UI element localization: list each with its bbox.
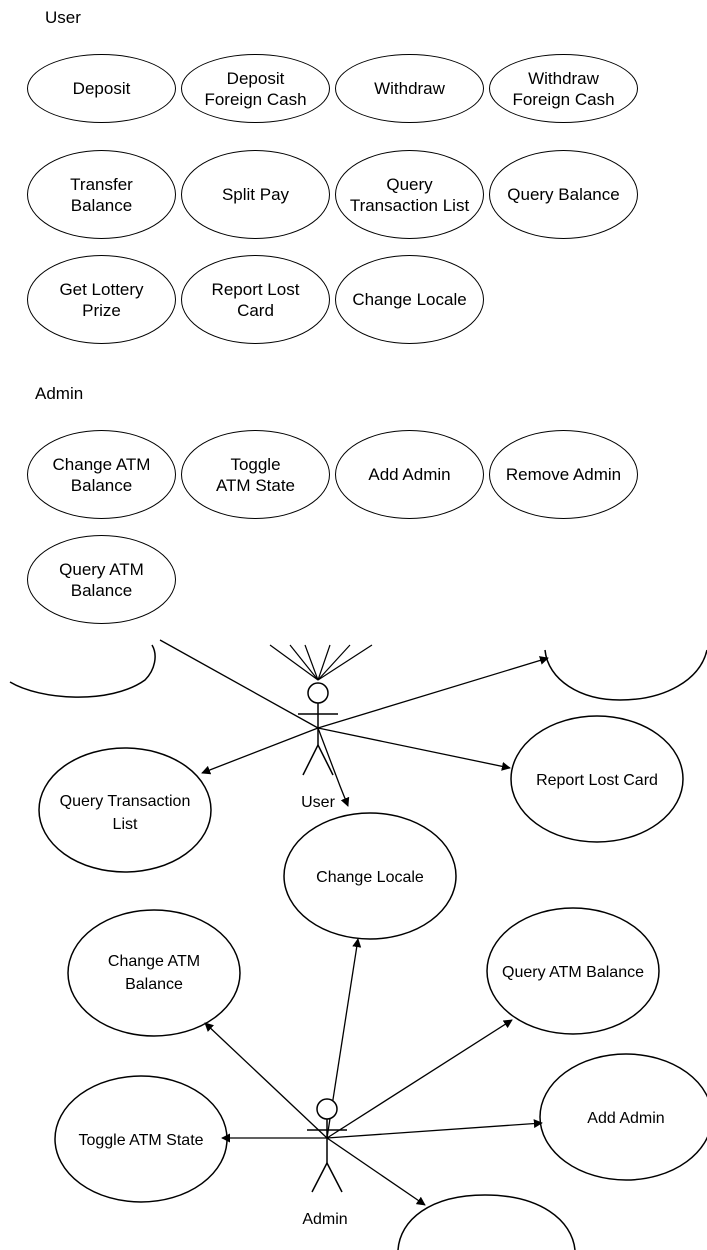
usecase-add-admin-label: Add Admin — [587, 1110, 664, 1127]
palette-usecase-change-locale[interactable]: Change Locale — [335, 255, 484, 344]
usecase-query-transaction-list-line2: List — [113, 816, 138, 833]
palette-usecase-deposit-foreign-cash[interactable]: Deposit Foreign Cash — [181, 54, 330, 123]
use-case-diagram-canvas: User Query Transaction List Report Lost … — [9, 639, 707, 1250]
usecase-change-atm-balance-line2: Balance — [125, 976, 183, 993]
usecase-query-transaction-list[interactable]: Query Transaction List — [38, 747, 212, 873]
palette-usecase-change-atm-balance[interactable]: Change ATM Balance — [27, 430, 176, 519]
user-actor-fan-lines — [269, 644, 373, 681]
palette-usecase-query-transaction-list[interactable]: Query Transaction List — [335, 150, 484, 239]
usecase-add-admin[interactable]: Add Admin — [539, 1053, 707, 1181]
palette-usecase-withdraw[interactable]: Withdraw — [335, 54, 484, 123]
usecase-change-locale[interactable]: Change Locale — [283, 812, 457, 940]
user-actor-figure[interactable] — [298, 682, 338, 776]
cropped-usecase-ellipse-left — [9, 644, 156, 698]
usecase-query-transaction-list-line1: Query Transaction — [60, 793, 191, 810]
palette-usecase-add-admin[interactable]: Add Admin — [335, 430, 484, 519]
palette-usecase-transfer-balance[interactable]: Transfer Balance — [27, 150, 176, 239]
palette-usecase-query-atm-balance[interactable]: Query ATM Balance — [27, 535, 176, 624]
user-actor-label: User — [301, 794, 335, 811]
admin-actor-label: Admin — [302, 1211, 347, 1228]
usecase-query-atm-balance[interactable]: Query ATM Balance — [486, 907, 660, 1035]
usecase-report-lost-card[interactable]: Report Lost Card — [510, 715, 684, 843]
cropped-usecase-ellipse-right — [544, 649, 707, 701]
user-section-title: User — [45, 8, 81, 27]
admin-actor-figure[interactable] — [307, 1098, 347, 1193]
palette-usecase-withdraw-foreign-cash[interactable]: Withdraw Foreign Cash — [489, 54, 638, 123]
palette-usecase-deposit[interactable]: Deposit — [27, 54, 176, 123]
palette-usecase-report-lost-card[interactable]: Report Lost Card — [181, 255, 330, 344]
admin-section-title: Admin — [35, 384, 84, 403]
palette-usecase-query-balance[interactable]: Query Balance — [489, 150, 638, 239]
usecase-report-lost-card-label: Report Lost Card — [536, 772, 658, 789]
usecase-toggle-atm-state[interactable]: Toggle ATM State — [54, 1075, 228, 1203]
user-associations — [159, 639, 549, 807]
cropped-usecase-ellipse-bottom — [397, 1194, 576, 1250]
usecase-change-atm-balance-line1: Change ATM — [108, 953, 200, 970]
palette-usecase-split-pay[interactable]: Split Pay — [181, 150, 330, 239]
usecase-toggle-atm-state-label: Toggle ATM State — [78, 1132, 203, 1149]
palette-usecase-get-lottery-prize[interactable]: Get Lottery Prize — [27, 255, 176, 344]
palette-usecase-toggle-atm-state[interactable]: Toggle ATM State — [181, 430, 330, 519]
palette-usecase-remove-admin[interactable]: Remove Admin — [489, 430, 638, 519]
usecase-query-atm-balance-label: Query ATM Balance — [502, 964, 644, 981]
usecase-change-atm-balance[interactable]: Change ATM Balance — [67, 909, 241, 1037]
usecase-change-locale-label: Change Locale — [316, 869, 424, 886]
